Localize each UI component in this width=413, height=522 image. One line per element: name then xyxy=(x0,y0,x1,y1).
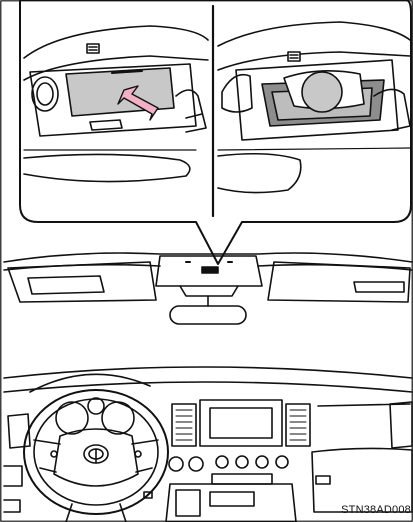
glove-box xyxy=(312,448,412,512)
console-icon xyxy=(87,44,99,53)
vent-left xyxy=(8,414,30,448)
console-icon-open xyxy=(288,52,300,61)
knob-left xyxy=(169,457,183,471)
holder-location xyxy=(202,267,218,273)
display-screen xyxy=(200,400,282,446)
holder-lens-open xyxy=(302,72,342,112)
overhead-view xyxy=(4,253,412,324)
detail-callout xyxy=(20,0,411,264)
figure-code-label: STN38AD008 xyxy=(341,504,411,516)
dashboard xyxy=(4,367,412,522)
rearview-mirror xyxy=(170,306,246,324)
vent-right xyxy=(390,402,412,448)
